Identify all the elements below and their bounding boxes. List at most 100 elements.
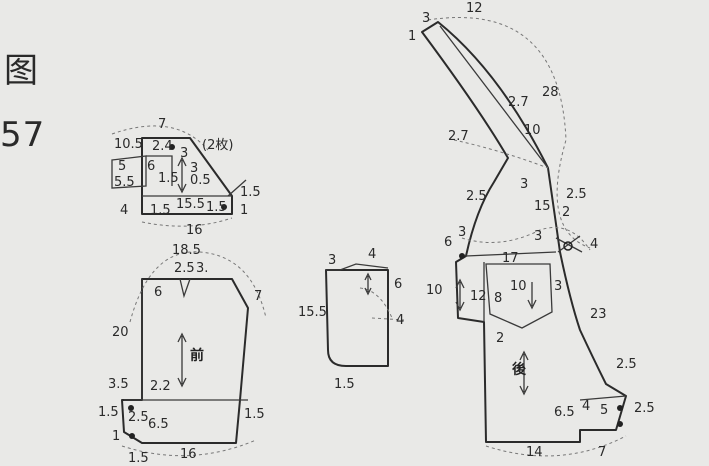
back-label: 3 — [554, 279, 562, 294]
back-label: 5 — [600, 403, 608, 418]
front-label: 3.5 — [108, 377, 129, 392]
back-measure-arc-2 — [453, 139, 549, 169]
collar-pointer — [227, 179, 247, 197]
back-label: 2 — [496, 331, 504, 346]
back-grain-arrow — [519, 350, 529, 396]
back-label: 2.7 — [508, 95, 529, 110]
back-label: 12 — [466, 1, 483, 16]
collar-outline — [141, 137, 233, 215]
front-label: 16 — [180, 447, 197, 462]
front-marking: 前 — [190, 347, 204, 364]
back-label: 6 — [444, 235, 452, 250]
back-outline — [421, 21, 627, 443]
front-label: 6.5 — [148, 417, 169, 432]
front-label: 2.5 — [128, 410, 149, 425]
pocket-label: 1.5 — [334, 377, 355, 392]
back-label: 17 — [502, 251, 519, 266]
collar-label: 7 — [158, 117, 166, 132]
collar-label: 5 — [118, 159, 126, 174]
collar-label: (2枚) — [202, 138, 233, 153]
front-label: 20 — [112, 325, 129, 340]
collar-label: 5.5 — [114, 175, 135, 190]
pocket-label: 3 — [328, 253, 336, 268]
pocket-piece: 3 4 6 15.5 4 1.5 — [298, 247, 404, 392]
back-label: 6.5 — [554, 405, 575, 420]
back-label: 2.7 — [448, 129, 469, 144]
front-label: 2.2 — [150, 379, 171, 394]
front-label: 1 — [112, 429, 120, 444]
back-ring — [563, 241, 573, 251]
front-dart — [179, 278, 191, 299]
back-cross-mark — [555, 235, 583, 253]
collar-label: 6 — [147, 159, 155, 174]
back-label: 23 — [590, 307, 607, 322]
collar-label: 1.5 — [158, 171, 179, 186]
pocket-label: 4 — [368, 247, 376, 262]
back-label: 8 — [494, 291, 502, 306]
back-label: 3 — [534, 229, 542, 244]
back-strap-line — [439, 25, 549, 169]
back-label: 2.5 — [616, 357, 637, 372]
back-measure-arc — [427, 17, 591, 249]
collar-dot-2 — [221, 204, 227, 210]
collar-flap — [111, 155, 147, 189]
back-bottom-arc — [485, 435, 627, 457]
collar-label: 1 — [240, 203, 248, 218]
back-dot — [459, 253, 465, 259]
front-dot — [128, 405, 134, 411]
front-label: 1.5 — [98, 405, 119, 420]
back-label: 2.5 — [634, 401, 655, 416]
back-label: 15 — [534, 199, 551, 214]
pocket-guide — [359, 287, 405, 321]
collar-label: 10.5 — [114, 137, 143, 152]
collar-flap-inner — [146, 155, 173, 186]
back-label: 4 — [582, 399, 590, 414]
back-label: 2 — [562, 205, 570, 220]
back-pocket-arrow — [527, 282, 537, 310]
back-marking: 後 — [512, 361, 527, 378]
front-grain-arrow — [177, 332, 187, 388]
collar-label: 3 — [180, 146, 188, 161]
collar-piece: 7 10.5 2.4 3 (2枚) 5 6 1.5 5.5 3 0.5 1.5 … — [111, 117, 261, 238]
collar-label: 0.5 — [190, 173, 211, 188]
front-dot-2 — [129, 433, 135, 439]
front-arc — [129, 251, 267, 323]
back-label: 10 — [510, 279, 527, 294]
back-measure-arc-3 — [461, 227, 591, 251]
front-label: 6 — [154, 285, 162, 300]
back-label: 4 — [590, 237, 598, 252]
front-piece: 前 18.5 2.5 3. 6 7 20 3.5 2.2 1.5 2.5 6.5… — [98, 243, 267, 466]
collar-label: 1.5 — [240, 185, 261, 200]
front-label: 1.5 — [128, 451, 149, 466]
back-label: 1 — [408, 29, 416, 44]
back-label: 10 — [524, 123, 541, 138]
figure-number: 57 — [0, 115, 46, 155]
collar-label: 16 — [186, 223, 203, 238]
collar-measure-arc — [111, 125, 209, 151]
back-label: 2.5 — [566, 187, 587, 202]
collar-label: 1.5 — [206, 200, 227, 215]
pocket-label: 6 — [394, 277, 402, 292]
back-side-arrow — [455, 278, 465, 312]
back-piece: 後 3 12 1 2.7 28 2.7 10 3 2.5 2.5 15 2 3 … — [408, 1, 655, 460]
back-label: 12 — [470, 289, 487, 304]
pocket-grain-arrow — [364, 272, 372, 296]
pocket-top — [326, 263, 389, 271]
collar-grain-arrow — [177, 156, 187, 194]
back-dot-2 — [617, 405, 623, 411]
front-label: 1.5 — [244, 407, 265, 422]
pocket-label: 4 — [396, 313, 404, 328]
back-yoke-line — [465, 251, 557, 257]
back-label: 2.5 — [466, 189, 487, 204]
back-dot-3 — [617, 421, 623, 427]
back-label: 10 — [426, 283, 443, 298]
back-tab-line — [579, 395, 627, 401]
front-label: 18.5 — [172, 243, 201, 258]
collar-label: 1.5 — [150, 203, 171, 218]
back-pocket-flap — [485, 263, 553, 329]
front-label: 7 — [254, 289, 262, 304]
collar-label: 3 — [190, 161, 198, 176]
front-label: 2.5 — [174, 261, 195, 276]
